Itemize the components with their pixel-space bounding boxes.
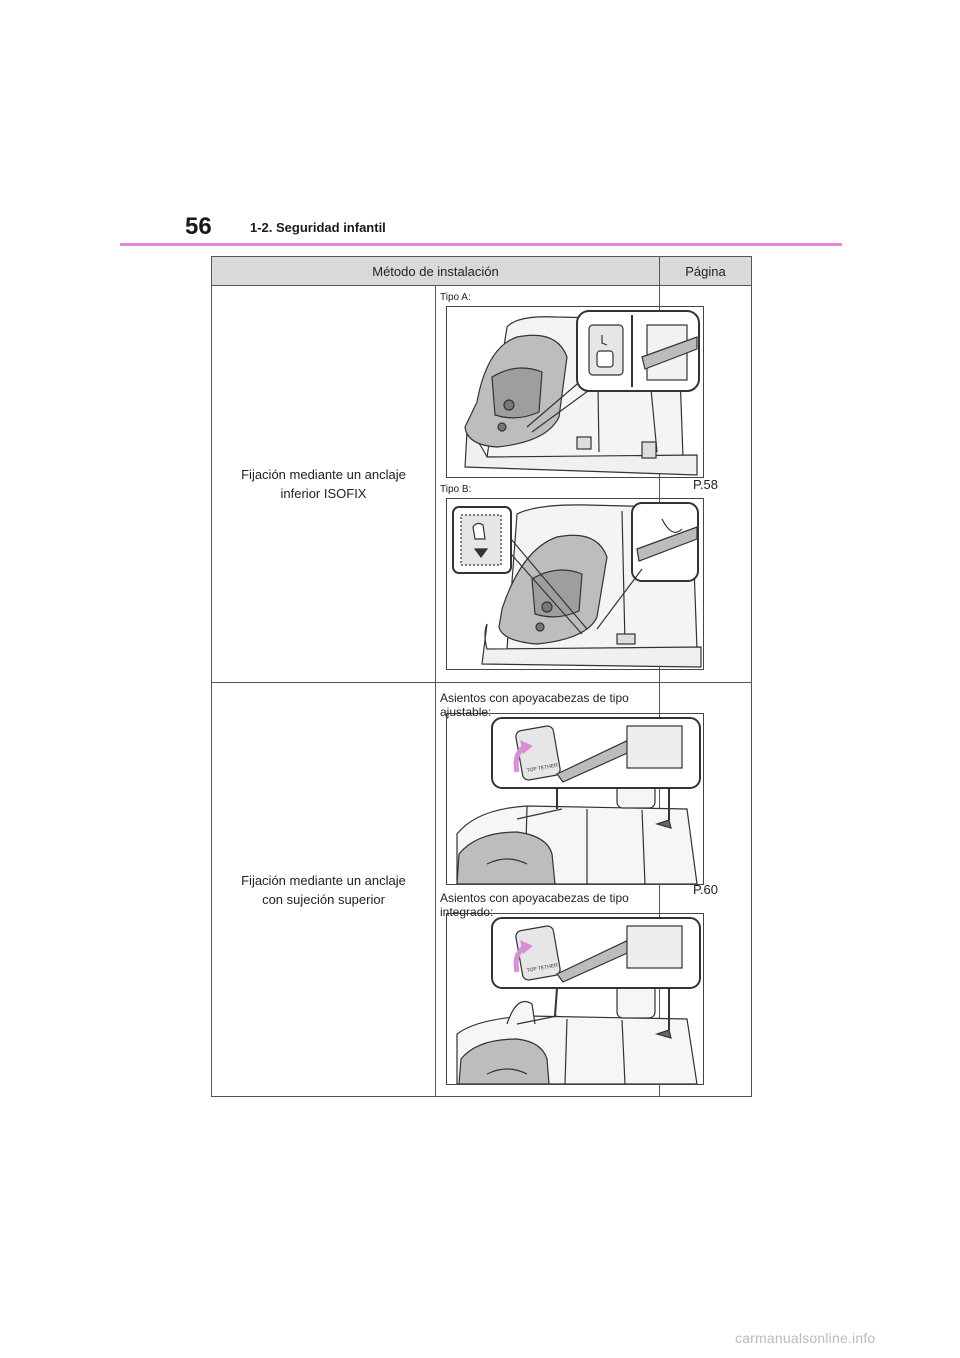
- column-header-page: Página: [659, 256, 752, 286]
- method-label-line: Fijación mediante un anclaje: [241, 872, 406, 888]
- illustrations-cell: Tipo A:: [435, 285, 704, 683]
- figure-caption: Tipo B:: [440, 484, 472, 495]
- watermark: carmanualsonline.info: [735, 1330, 876, 1346]
- illustrations-cell: Asientos con apoyacabezas de tipo ajusta…: [435, 682, 704, 1097]
- section-divider: [120, 243, 842, 246]
- method-label-line: con sujeción superior: [262, 891, 385, 907]
- method-cell: Fijación mediante un anclaje inferior IS…: [211, 285, 436, 683]
- column-header-method: Método de instalación: [211, 256, 660, 286]
- top-tether-label: TOP TETHER: [526, 763, 558, 774]
- method-cell: Fijación mediante un anclaje con sujeció…: [211, 682, 436, 1097]
- figure-caption: Asientos con apoyacabezas de tipo ajusta…: [440, 691, 629, 719]
- method-label-line: inferior ISOFIX: [280, 486, 367, 501]
- figure-caption: Asientos con apoyacabezas de tipo integr…: [440, 891, 629, 919]
- method-label-line: Fijación mediante un anclaje: [241, 467, 406, 482]
- table-header-row: Método de instalación Página: [211, 256, 752, 286]
- figure-isofix-type-a: [446, 306, 704, 478]
- table-row: Fijación mediante un anclaje con sujeció…: [211, 682, 752, 1097]
- section-title: 1-2. Seguridad infantil: [250, 220, 386, 235]
- page-number: 56: [185, 213, 212, 240]
- installation-methods-table: Método de instalación Página Fijación me…: [211, 256, 752, 1097]
- table-row: Fijación mediante un anclaje inferior IS…: [211, 285, 752, 683]
- figure-isofix-type-b: [446, 498, 704, 670]
- figure-top-tether-integrated-headrest: TOP TETHER: [446, 913, 704, 1085]
- figure-caption: Tipo A:: [440, 292, 471, 303]
- top-tether-label: TOP TETHER: [526, 963, 558, 974]
